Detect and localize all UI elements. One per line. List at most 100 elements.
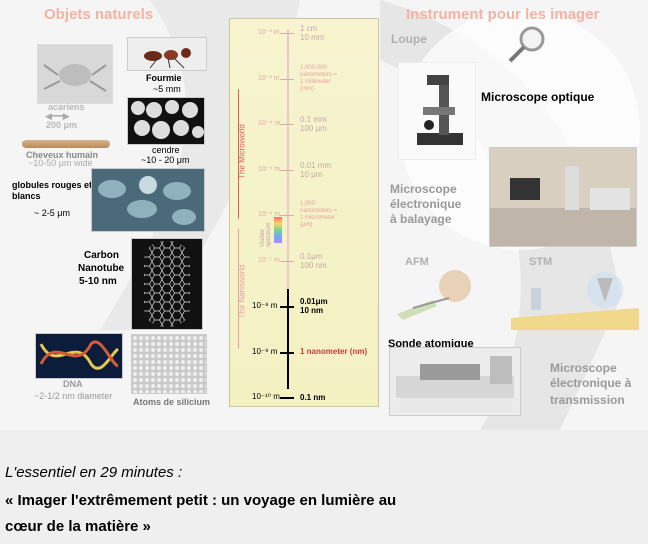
blood-cells-size: ~ 2-5 μm [34,208,70,218]
scale-value-line: nanometers = [300,71,337,78]
scale-value-line: 1,000,000 [300,64,327,71]
tem-label-3: transmission [550,393,625,407]
silicon-label: Atoms de silicium [133,397,211,407]
scale-tick [280,169,294,171]
ant-image [127,37,207,71]
scale-value-line: (μm) [300,222,313,228]
scale-value-line: 1 millimeter [300,78,331,85]
ant-label: Fourmie [146,73,182,83]
scale-value-line: 0.01μm [300,297,328,306]
right-header: Instrument pour les imager [406,6,600,23]
mite-size: 200 μm [46,120,78,130]
scale-tick [280,124,294,125]
hair-size: ~10-50 μm wide [28,158,93,168]
scale-tick [280,306,294,308]
nanotube-label-2: Nanotube [78,263,125,274]
tem-label-2: électronique à [550,376,632,390]
scale-value-line: 1,000 [300,201,316,207]
microworld-bracket [238,89,239,219]
scale-value-line: 100 nm [300,260,327,270]
scale-axis [287,29,289,389]
scale-tick-label: 10⁻³ m [258,74,280,82]
dna-size: ~2-1/2 nm diameter [34,391,113,401]
dna-image [35,333,123,379]
scale-value-line: 0.1μm [300,251,323,261]
dna-label: DNA [63,379,83,389]
ash-label: cendre [152,145,180,155]
scale-value-label: 1 nanometer (nm) [300,347,367,356]
scale-value-line: (mm) [300,85,314,92]
nanotube-label-3: 5-10 nm [79,276,117,287]
left-header: Objets naturels [44,6,154,23]
optical-microscope-image [398,62,476,160]
scale-tick-label: 10⁻⁸ m [252,301,278,310]
microworld-label: The Microworld [237,124,247,179]
atom-probe-image [389,347,521,416]
scale-tick-label: 10⁻⁷ m [258,256,280,264]
sem-image [489,147,637,247]
scale-tick [280,78,294,80]
arrow-icon: ◀━━▶ [45,111,70,121]
scale-value-line: 0.01 mm [300,160,332,170]
footer-title-line-2: cœur de la matière » [5,518,151,535]
scale-value-line: 10 nm [300,306,324,315]
ash-image [127,97,205,145]
mite-label: acariens [48,102,85,112]
scale-value-line: 0.1 nm [300,392,326,402]
nanotube-label-1: Carbon [84,250,119,261]
silicon-atoms-image [131,334,207,394]
nanoworld-bracket [238,229,239,349]
scale-value-line: 10 μm [300,169,323,179]
stm-diagram [511,268,639,330]
visible-spectrum-bar [274,217,282,243]
hair-image [22,140,110,148]
scale-tick [280,397,294,399]
sem-label-1: Microscope [390,182,457,196]
scale-tick-label: 10⁻⁴ m [258,120,281,127]
stm-label: STM [529,256,553,268]
nanoworld-axis [287,289,289,389]
scale-value-line: 1 nanometer (nm) [300,347,368,356]
nanotube-image [131,238,203,330]
scale-panel: The Microworld The Nanoworld Visible spe… [229,18,379,407]
ash-size: ~10 - 20 μm [141,155,190,165]
scale-value-line: 10 mm [300,33,325,42]
ant-size: ~5 mm [153,84,181,94]
scale-tick-label: 10⁻¹⁰ m [252,392,280,401]
scale-tick [280,351,294,354]
scale-tick [280,215,294,216]
tem-label-1: Microscope [550,361,617,375]
loupe-label: Loupe [391,32,427,46]
scale-tick-label: 10⁻² m [258,29,280,36]
scale-value-label: 0.1 nm [300,393,325,402]
scale-tick-label: 10⁻⁹ m [252,346,278,356]
scale-tick-label: 10⁻⁵ m [258,165,281,173]
scale-tick [280,33,294,34]
sem-label-3: à balayage [390,212,452,226]
scale-value-line: 1 micrometer [300,215,336,221]
sem-label-2: électronique [390,197,462,211]
hair-label-faded: Cheveux humain [26,150,99,160]
scale-value-line: 0.1 mm [300,115,327,124]
mite-image [37,44,113,104]
afm-label: AFM [405,256,429,268]
scale-value-line: 1 cm [300,24,318,33]
afm-diagram [393,268,483,328]
scale-tick-label: 10⁻⁶ m [258,211,281,218]
footer-title-line-1: « Imager l'extrêmement petit : un voyage… [5,492,397,509]
footer: L'essentiel en 29 minutes : « Imager l'e… [0,430,648,544]
scale-tick [280,260,294,262]
footer-subtitle: L'essentiel en 29 minutes : [5,464,183,481]
magnifier-icon [504,24,550,69]
nanoworld-label: The Nanoworld [237,264,247,319]
blood-cells-label: globules rouges et blancs [12,180,93,201]
blood-cells-image [91,168,205,232]
optical-microscope-label: Microscope optique [481,90,595,104]
